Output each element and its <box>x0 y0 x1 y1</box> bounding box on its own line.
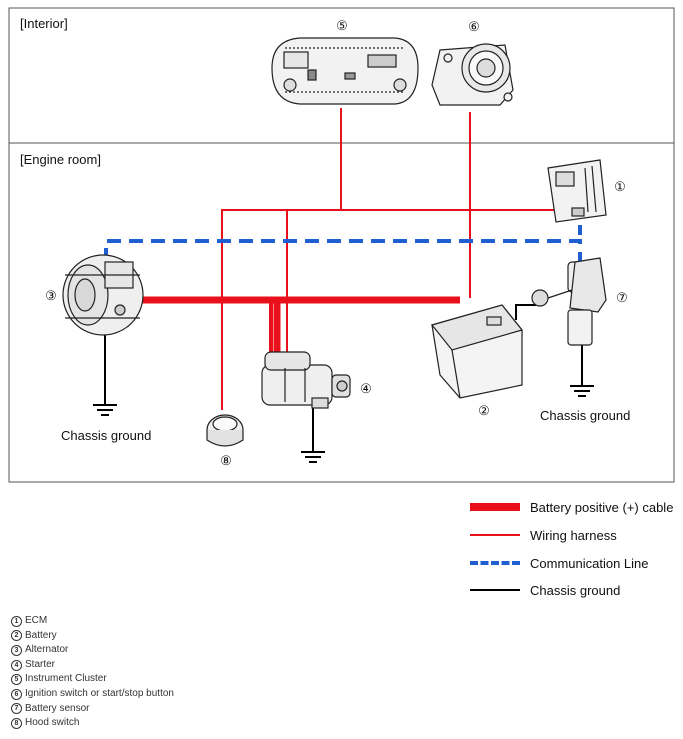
list-label: Starter <box>25 658 56 670</box>
legend-label: Chassis ground <box>530 582 621 598</box>
callout-alternator: ③ <box>45 288 57 303</box>
battery-sensor-icon <box>531 257 607 346</box>
chassis-ground-lines <box>93 304 594 463</box>
list-number: 8 <box>11 717 22 729</box>
chassis-ground-label-right: Chassis ground <box>540 408 631 423</box>
list-label: Instrument Cluster <box>25 673 107 685</box>
engine-room-label: [Engine room] <box>20 152 101 167</box>
wiring-diagram-svg <box>8 7 675 483</box>
ignition-switch-icon <box>431 43 514 106</box>
legend-swatch-thick-red <box>470 503 520 511</box>
legend-swatch-dashed-blue <box>470 561 520 565</box>
legend-item-wiring-harness: Wiring harness <box>470 525 617 545</box>
legend-item-chassis-ground: Chassis ground <box>470 580 620 600</box>
alternator-icon <box>62 254 144 336</box>
instrument-cluster-icon <box>271 37 419 105</box>
list-label: Alternator <box>25 644 69 656</box>
list-label: Ignition switch or start/stop button <box>25 687 174 699</box>
legend-swatch-black <box>470 589 520 591</box>
callout-starter: ④ <box>360 381 372 396</box>
callout-battery-sensor: ⑦ <box>616 290 628 305</box>
chassis-ground-label-left: Chassis ground <box>61 428 152 443</box>
legend-label: Communication Line <box>530 555 649 571</box>
battery-icon <box>430 304 524 399</box>
legend-label: Wiring harness <box>530 527 617 543</box>
callout-instrument-cluster: ⑤ <box>336 18 348 33</box>
ecm-icon <box>547 159 607 223</box>
list-label: Hood switch <box>25 717 80 729</box>
legend-swatch-thin-red <box>470 534 520 536</box>
list-number: 1 <box>11 615 22 627</box>
legend-label: Battery positive (+) cable <box>530 499 674 515</box>
list-number: 6 <box>11 688 22 700</box>
callout-battery: ② <box>478 403 490 418</box>
callout-hood-switch: ⑧ <box>220 453 232 468</box>
communication-line <box>104 239 582 262</box>
list-label: Battery <box>25 629 57 641</box>
list-number: 4 <box>11 659 22 671</box>
callout-ecm: ① <box>614 179 626 194</box>
legend-item-communication-line: Communication Line <box>470 553 649 573</box>
legend-item-battery-cable: Battery positive (+) cable <box>470 497 673 517</box>
list-number: 5 <box>11 674 22 686</box>
list-label: ECM <box>25 615 48 626</box>
battery-positive-cable <box>142 296 460 358</box>
wiring-diagram: [Interior] [Engine room] ① ② ③ ④ ⑤ ⑥ ⑦ ⑧… <box>8 7 675 483</box>
list-number: 3 <box>11 644 22 656</box>
list-label: Battery sensor <box>25 702 90 714</box>
hood-switch-icon <box>206 414 244 447</box>
list-number: 2 <box>11 630 22 642</box>
list-number: 7 <box>11 703 22 715</box>
callout-ignition-switch: ⑥ <box>468 19 480 34</box>
starter-icon <box>261 351 351 409</box>
interior-label: [Interior] <box>20 16 68 31</box>
